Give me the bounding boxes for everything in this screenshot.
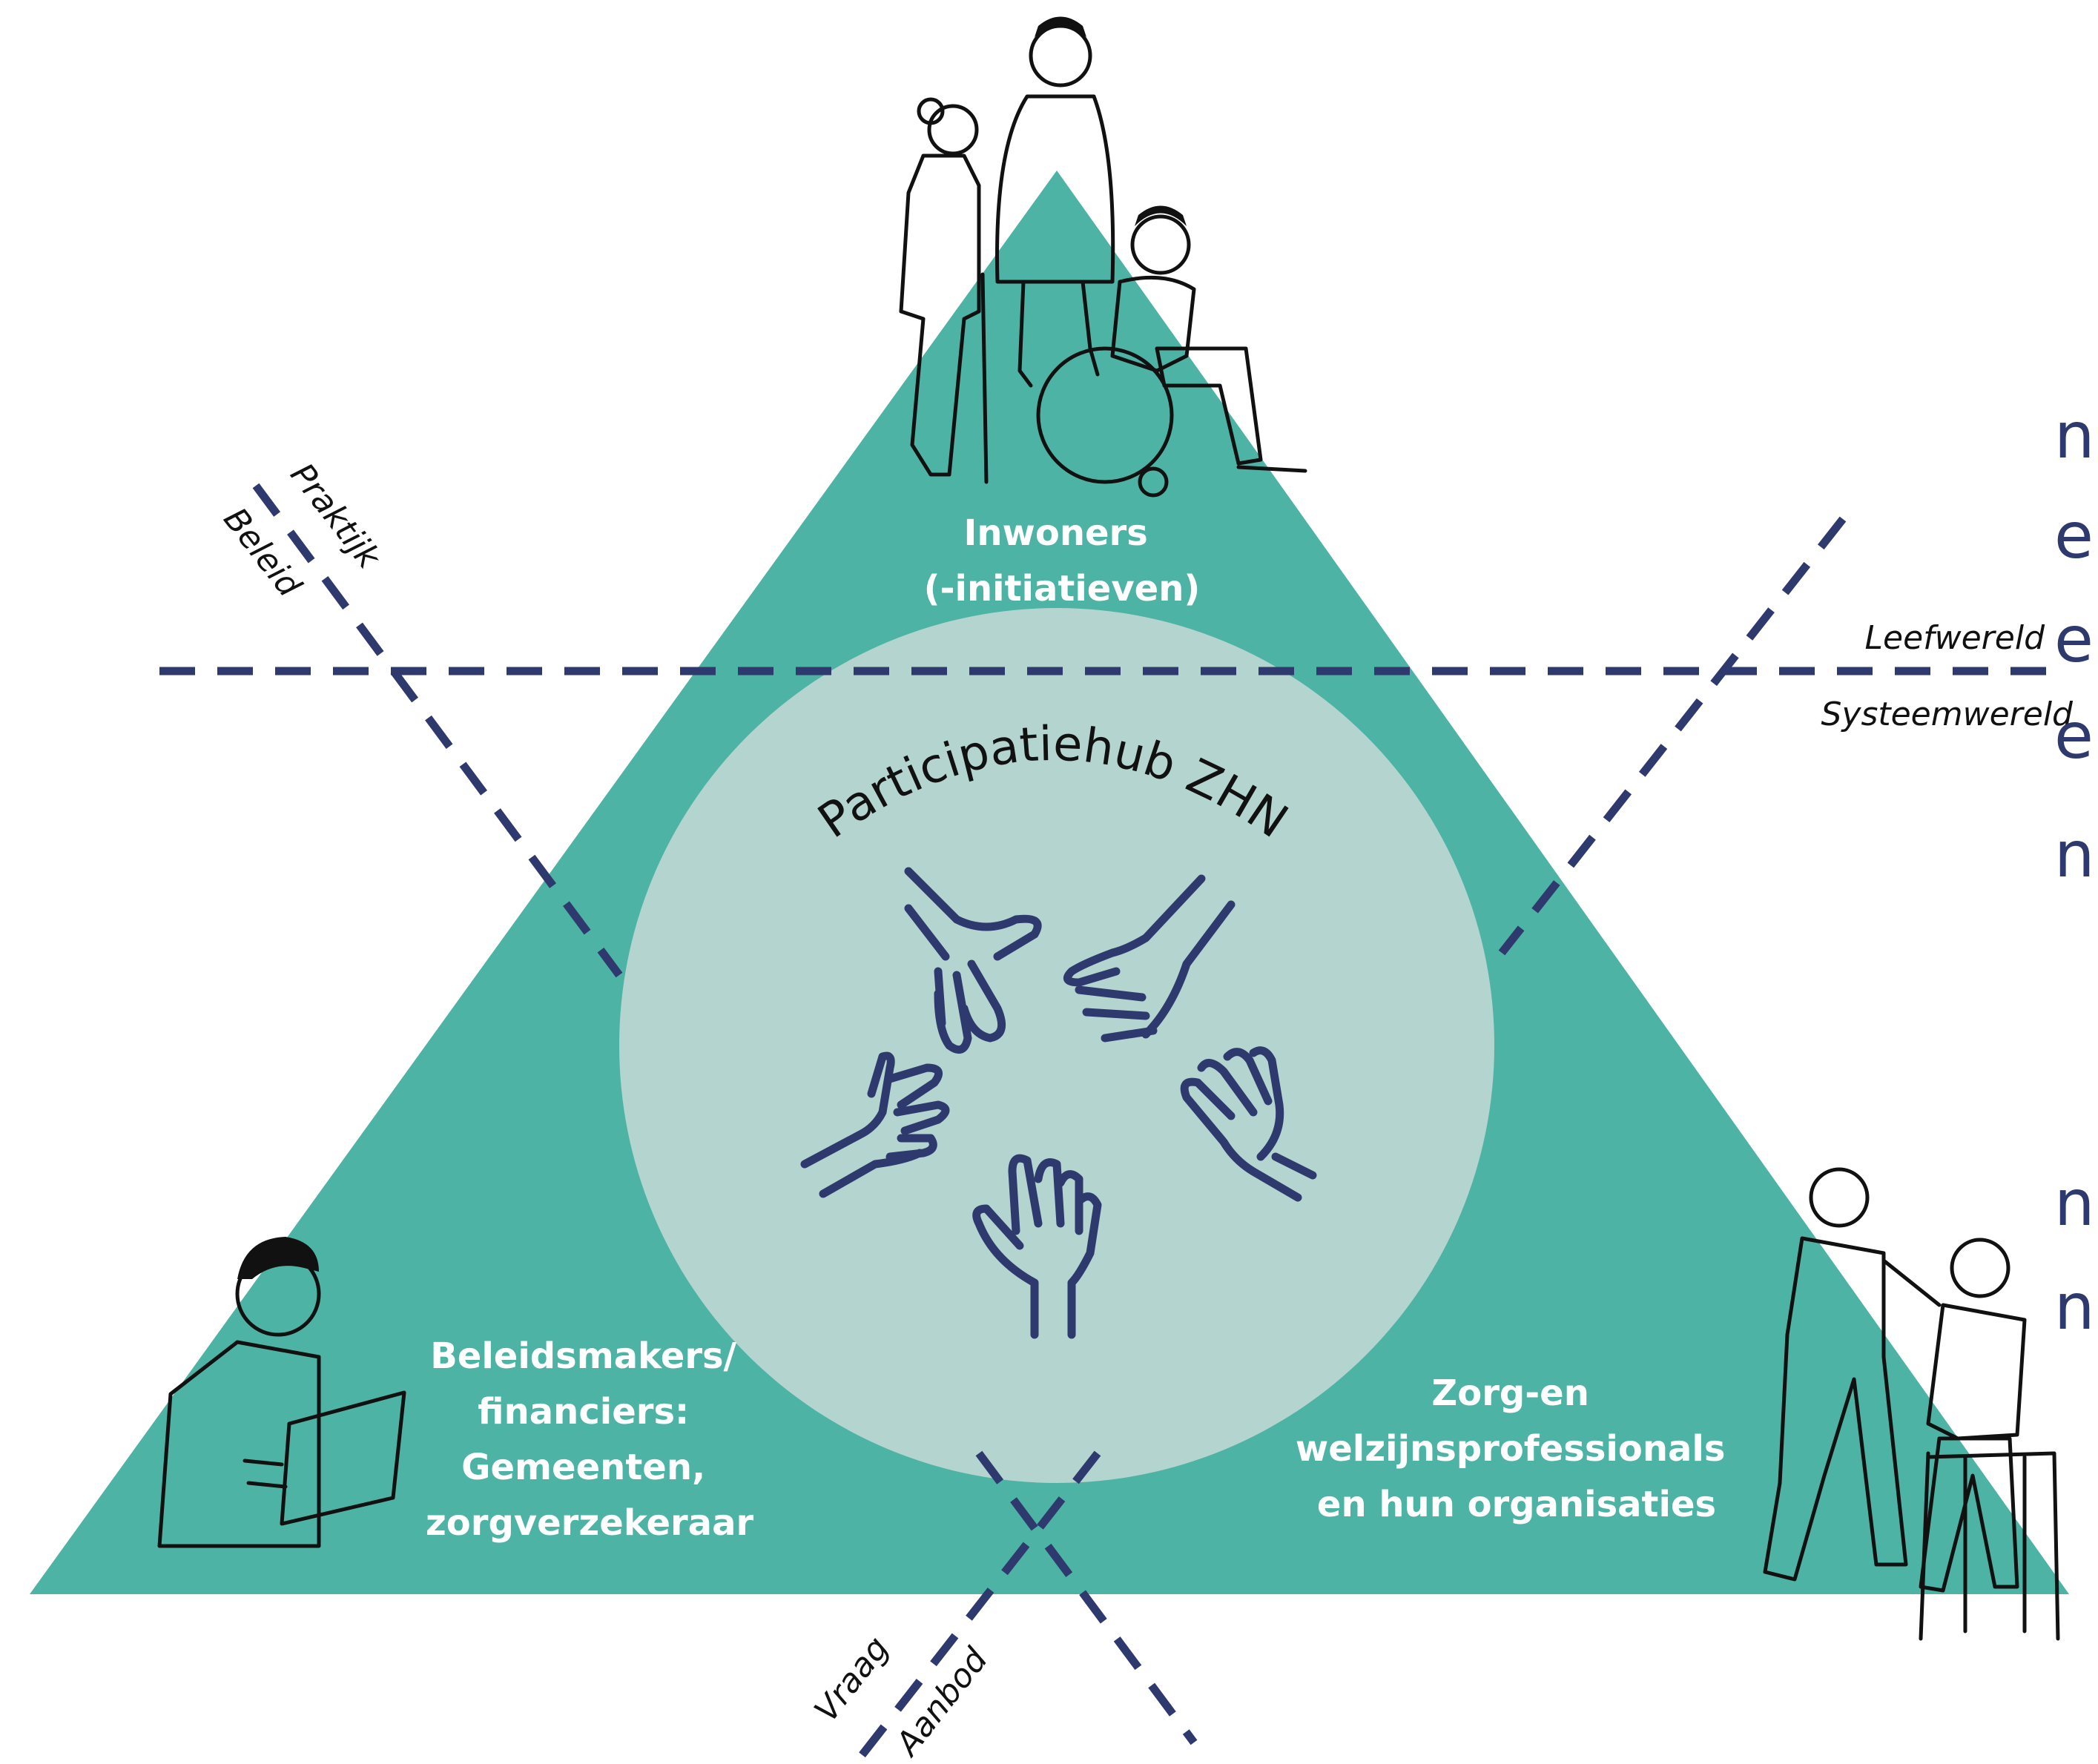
praktijk-beleid-line-lower	[975, 1450, 1198, 1745]
vraag-aanbod-line-lower	[857, 1450, 1101, 1760]
edge-fragment-5: n	[2054, 818, 2095, 892]
left-corner-label: Beleidsmakers/ financiers: Gemeenten, zo…	[426, 1335, 754, 1544]
edge-fragment-6: n	[2054, 1166, 2095, 1241]
policymaker-illustration	[157, 1237, 406, 1548]
edge-fragment-3: e	[2054, 603, 2094, 677]
caregiver-illustration	[1763, 1167, 2060, 1641]
edge-fragment-7: n	[2054, 1270, 2095, 1344]
vraag-aanbod-line-upper	[1498, 516, 1847, 956]
hands-icon	[800, 867, 1317, 1339]
edge-fragment-1: n	[2054, 399, 2095, 473]
vraag-label: Vraag	[807, 1630, 896, 1729]
praktijk-label: Praktijk	[283, 456, 388, 576]
top-corner-label: Inwoners (-initiatieven)	[924, 512, 1201, 610]
edge-fragment-4: e	[2054, 699, 2094, 773]
right-corner-label: Zorg-en welzijnsprofessionals en hun org…	[1296, 1372, 1738, 1525]
edge-fragment-2: e	[2054, 499, 2094, 573]
systeemwereld-label: Systeemwereld	[1821, 696, 2074, 733]
praktijk-beleid-line	[252, 483, 623, 978]
leefwereld-label: Leefwereld	[1864, 619, 2045, 657]
residents-illustration	[899, 16, 1307, 498]
beleid-label: Beleid	[216, 501, 309, 604]
hub-circle	[619, 608, 1494, 1483]
